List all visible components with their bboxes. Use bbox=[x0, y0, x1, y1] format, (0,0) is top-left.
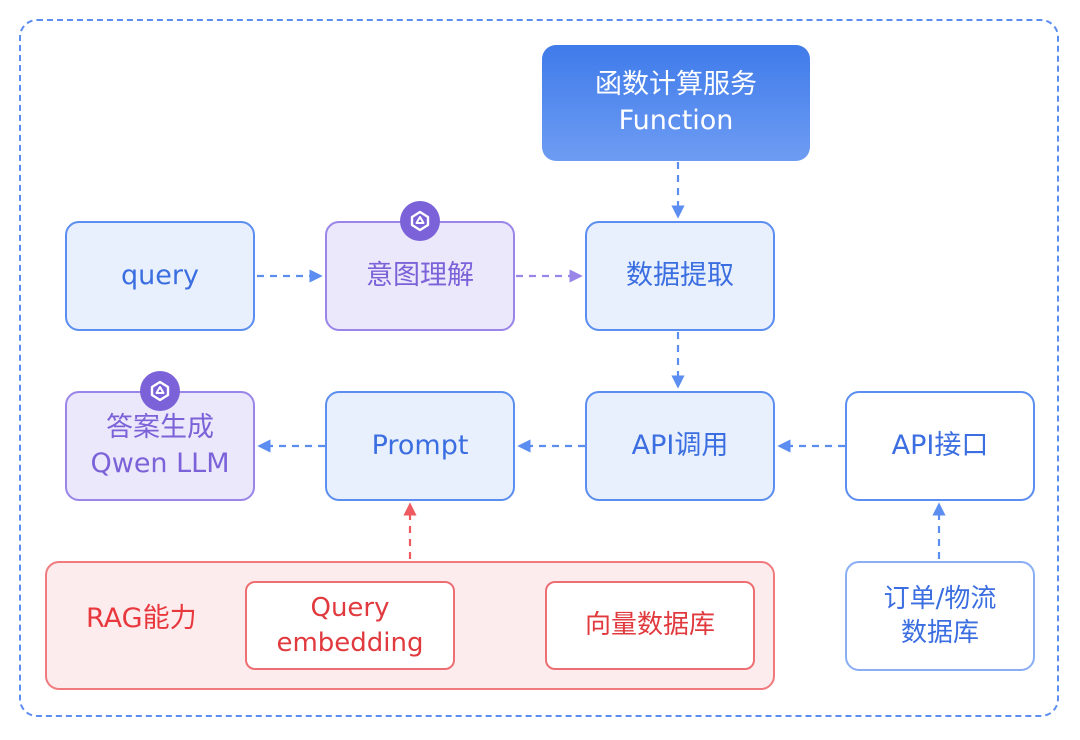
query-embedding-line1: Query bbox=[310, 593, 390, 624]
api-call-label: API调用 bbox=[631, 430, 729, 462]
function-service-node: 函数计算服务 Function bbox=[542, 45, 810, 161]
order-db-node: 订单/物流 数据库 bbox=[845, 561, 1035, 671]
api-call-node: API调用 bbox=[585, 391, 775, 501]
api-interface-node: API接口 bbox=[845, 391, 1035, 501]
intent-node: 意图理解 bbox=[325, 221, 515, 331]
function-service-subtitle: Function bbox=[618, 105, 734, 136]
api-interface-label: API接口 bbox=[891, 430, 989, 462]
intent-label: 意图理解 bbox=[366, 260, 474, 292]
order-db-subtitle: 数据库 bbox=[900, 618, 979, 648]
prompt-node: Prompt bbox=[325, 391, 515, 501]
outer-frame bbox=[19, 19, 1059, 717]
query-embedding-line2: embedding bbox=[276, 627, 424, 658]
function-service-title: 函数计算服务 bbox=[595, 69, 757, 101]
query-label: query bbox=[121, 260, 199, 292]
data-extract-label: 数据提取 bbox=[626, 260, 734, 292]
answer-generation-subtitle: Qwen LLM bbox=[90, 448, 230, 479]
qwen-logo-icon bbox=[400, 201, 440, 241]
vector-db-label: 向量数据库 bbox=[584, 610, 715, 641]
query-node: query bbox=[65, 221, 255, 331]
data-extract-node: 数据提取 bbox=[585, 221, 775, 331]
answer-generation-title: 答案生成 bbox=[106, 412, 214, 444]
prompt-label: Prompt bbox=[371, 430, 469, 462]
query-embedding-node: Query embedding bbox=[245, 581, 455, 670]
order-db-title: 订单/物流 bbox=[883, 583, 997, 614]
qwen-logo-icon bbox=[140, 371, 180, 411]
rag-title: RAG能力 bbox=[86, 603, 197, 634]
vector-db-node: 向量数据库 bbox=[545, 581, 755, 670]
